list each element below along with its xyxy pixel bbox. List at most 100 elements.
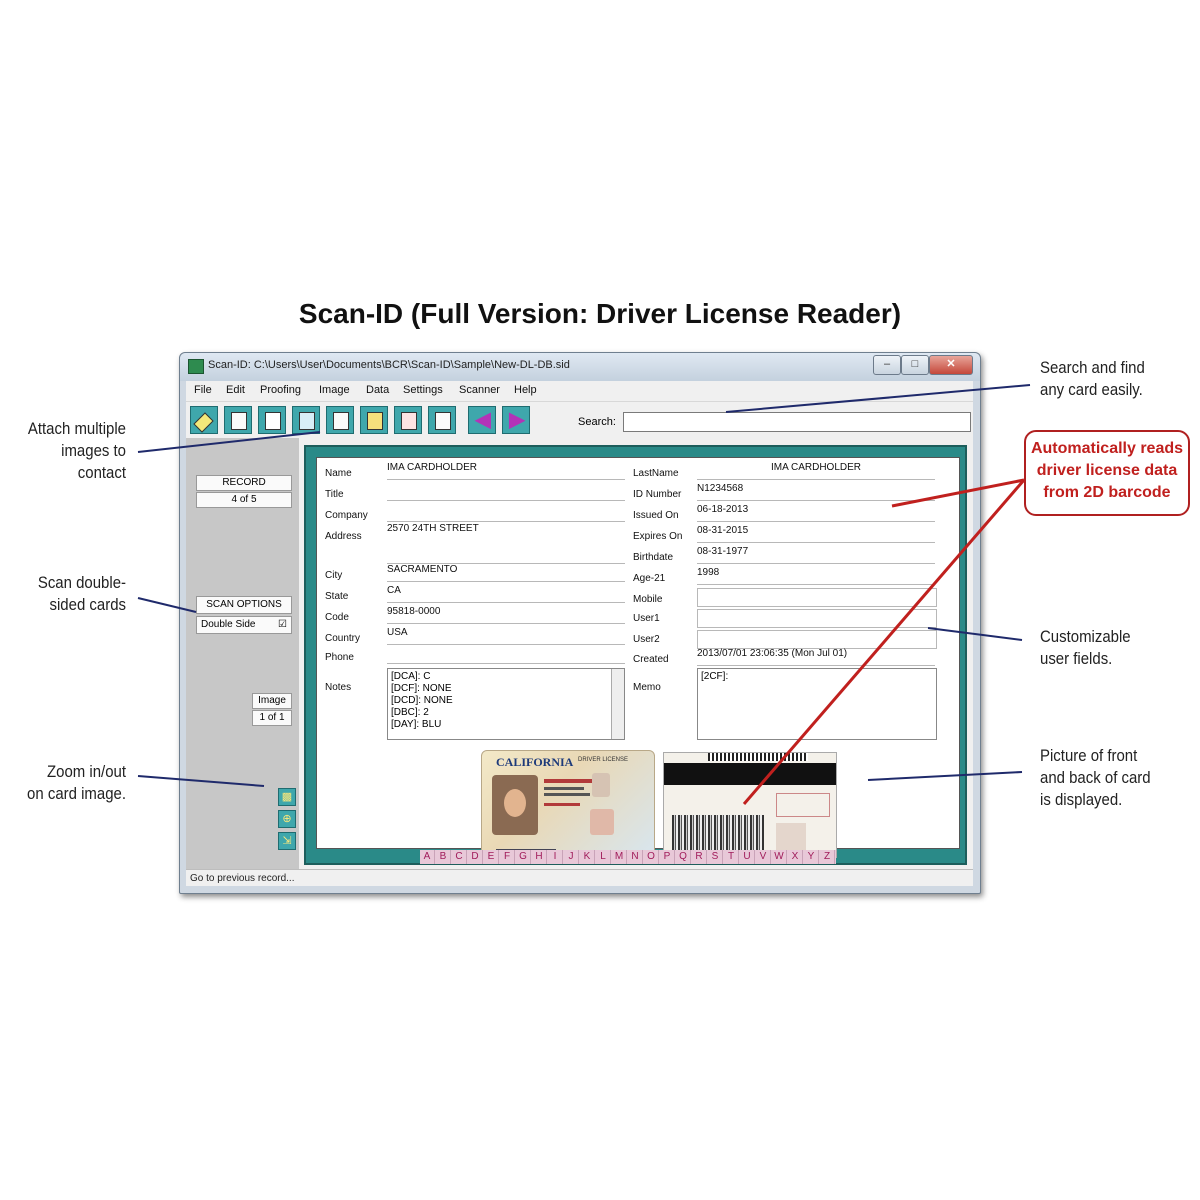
issued-on-field[interactable]: 06-18-2013 [697, 504, 935, 522]
print-button[interactable] [428, 406, 456, 434]
search-input[interactable] [623, 412, 971, 432]
birthdate-field[interactable]: 08-31-1977 [697, 546, 935, 564]
image-label: Image [252, 693, 292, 709]
menu-help[interactable]: Help [514, 384, 537, 396]
pointer-zoom [137, 775, 265, 787]
company-label: Company [325, 510, 368, 521]
mobile-field[interactable] [697, 588, 937, 607]
card-type: DRIVER LICENSE [578, 757, 629, 763]
user2-field[interactable] [697, 630, 937, 649]
callout-attach-images: Attach multiple images to contact [27, 419, 126, 482]
menu-edit[interactable]: Edit [226, 384, 245, 396]
export-icon [333, 412, 349, 430]
contact-button[interactable] [394, 406, 422, 434]
zoom-in-button[interactable]: ⊕ [278, 810, 296, 828]
menu-scanner[interactable]: Scanner [459, 384, 500, 396]
expires-on-field[interactable]: 08-31-2015 [697, 525, 935, 543]
expires-on-label: Expires On [633, 531, 683, 542]
lastname-field[interactable]: IMA CARDHOLDER [697, 462, 935, 480]
alphabet-letter-p[interactable]: P [660, 850, 675, 864]
zoom-out-button[interactable]: ⇲ [278, 832, 296, 850]
alphabet-letter-l[interactable]: L [596, 850, 611, 864]
new-record-button[interactable] [224, 406, 252, 434]
menu-image[interactable]: Image [319, 384, 350, 396]
state-field[interactable]: CA [387, 585, 625, 603]
age-21-field[interactable]: 1998 [697, 567, 935, 585]
city-field[interactable]: SACRAMENTO [387, 564, 625, 582]
alphabet-letter-y[interactable]: Y [804, 850, 819, 864]
address-field[interactable]: 2570 24TH STREET [387, 523, 625, 564]
double-side-checkbox[interactable]: ☑ [278, 619, 287, 630]
double-side-option[interactable]: Double Side ☑ [196, 616, 292, 634]
alphabet-letter-u[interactable]: U [740, 850, 755, 864]
alphabet-letter-m[interactable]: M [612, 850, 627, 864]
id-number-field[interactable]: N1234568 [697, 483, 935, 501]
zoom-icon: ⊕ [282, 813, 292, 825]
card-back-image[interactable] [663, 752, 837, 858]
menu-settings[interactable]: Settings [403, 384, 443, 396]
alphabet-letter-q[interactable]: Q [676, 850, 691, 864]
alphabet-letter-e[interactable]: E [484, 850, 499, 864]
search-label: Search: [578, 416, 616, 428]
pointer-scan-double [137, 597, 197, 613]
code-field[interactable]: 95818-0000 [387, 606, 625, 624]
alphabet-letter-b[interactable]: B [436, 850, 451, 864]
alphabet-letter-r[interactable]: R [692, 850, 707, 864]
previous-record-button[interactable]: ◀ [468, 406, 496, 434]
name-field[interactable]: IMA CARDHOLDER [387, 462, 625, 480]
memo-label: Memo [633, 682, 661, 693]
user2-label: User2 [633, 634, 660, 645]
alphabet-letter-v[interactable]: V [756, 850, 771, 864]
card-front-image[interactable]: CALIFORNIA DRIVER LICENSE [481, 750, 655, 858]
alphabet-letter-n[interactable]: N [628, 850, 643, 864]
close-button[interactable]: ✕ [929, 355, 973, 375]
notes-line: [DBC]: 2 [391, 707, 429, 718]
record-card: Name IMA CARDHOLDER Title Company Addres… [316, 457, 960, 858]
maximize-button[interactable]: □ [901, 355, 929, 375]
alphabet-letter-t[interactable]: T [724, 850, 739, 864]
zoom-fit-button[interactable]: ▩ [278, 788, 296, 806]
company-field[interactable] [387, 504, 625, 522]
memo-textarea[interactable]: [2CF]: [697, 668, 937, 740]
app-icon [188, 359, 204, 374]
alphabet-letter-x[interactable]: X [788, 850, 803, 864]
menu-file[interactable]: File [194, 384, 212, 396]
alphabet-letter-i[interactable]: I [548, 850, 563, 864]
record-frame: Name IMA CARDHOLDER Title Company Addres… [304, 445, 967, 865]
alphabet-letter-g[interactable]: G [516, 850, 531, 864]
status-text: Go to previous record... [190, 873, 295, 884]
created-field: 2013/07/01 23:06:35 (Mon Jul 01) [697, 648, 935, 666]
alphabet-letter-h[interactable]: H [532, 850, 547, 864]
page-title: Scan-ID (Full Version: Driver License Re… [298, 298, 902, 329]
alphabet-letter-o[interactable]: O [644, 850, 659, 864]
age-21-label: Age-21 [633, 573, 666, 584]
title-field[interactable] [387, 483, 625, 501]
card-photo [492, 775, 538, 835]
alphabet-letter-d[interactable]: D [468, 850, 483, 864]
alphabet-letter-k[interactable]: K [580, 850, 595, 864]
scan-button[interactable] [190, 406, 218, 434]
alphabet-letter-c[interactable]: C [452, 850, 467, 864]
menu-data[interactable]: Data [366, 384, 390, 396]
next-record-button[interactable]: ▶ [502, 406, 530, 434]
notes-scrollbar[interactable] [611, 669, 624, 739]
alphabet-letter-f[interactable]: F [500, 850, 515, 864]
alphabet-letter-w[interactable]: W [772, 850, 787, 864]
view-image-button[interactable] [360, 406, 388, 434]
menu-proofing[interactable]: Proofing [260, 384, 301, 396]
notes-textarea[interactable]: [DCA]: C [DCF]: NONE [DCD]: NONE [DBC]: … [387, 668, 625, 740]
user1-field[interactable] [697, 609, 937, 628]
notes-label: Notes [325, 682, 352, 693]
alphabet-letter-z[interactable]: Z [820, 850, 835, 864]
export-button[interactable] [326, 406, 354, 434]
title-label: Title [325, 489, 344, 500]
arrow-right-icon: ▶ [509, 409, 525, 431]
title-bar[interactable]: Scan-ID: C:\Users\User\Documents\BCR\Sca… [180, 353, 980, 381]
alphabet-letter-a[interactable]: A [420, 850, 435, 864]
country-field[interactable]: USA [387, 627, 625, 645]
alphabet-letter-s[interactable]: S [708, 850, 723, 864]
save-record-button[interactable] [258, 406, 286, 434]
minimize-button[interactable]: – [873, 355, 901, 375]
alphabet-letter-j[interactable]: J [564, 850, 579, 864]
phone-field[interactable] [387, 646, 625, 664]
